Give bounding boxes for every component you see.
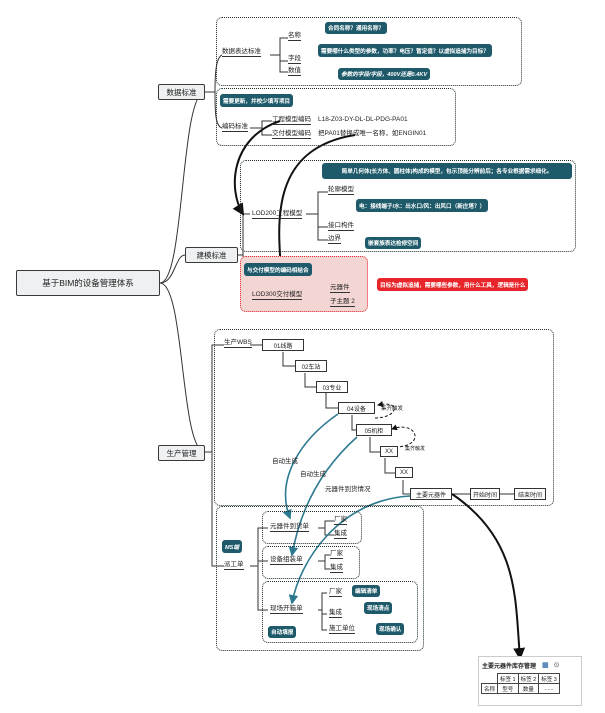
tag-red-target-note: 目标为虚拟追捕，需要哪些参数，用什么工具，逻辑是什么	[377, 278, 529, 291]
arrival-order-label: 元器件到货单	[270, 523, 309, 532]
delivery-code-label: 交付模型编码	[272, 130, 311, 139]
value-label: 数值	[288, 67, 301, 76]
tag-edit-bill: 编辑清单	[352, 585, 381, 597]
production-wbs-label: 生产WBS	[224, 339, 252, 348]
auto-generate-label-2: 自动生成	[300, 471, 326, 478]
table-icon: ▦	[542, 662, 549, 669]
element-label: 元器件	[330, 284, 350, 293]
auto-generate-label-1: 自动生成	[272, 458, 298, 465]
dispatch-label: 派工单	[224, 561, 244, 570]
table-row: 标签 1 标签 2 标签 3	[482, 673, 560, 684]
lod200-label: LOD200工程模型	[252, 210, 303, 219]
tag-update-note: 需要更新，并校少填写项目	[220, 94, 294, 107]
dispatch-group	[216, 506, 424, 651]
tag-name-note: 合同名称？通用名称？	[325, 22, 387, 34]
code-standard-group	[216, 88, 456, 146]
assembly-mfr-label: 厂家	[330, 550, 343, 559]
code-standard-label: 编码标准	[222, 123, 248, 132]
branch-data-standard[interactable]: 数据标准	[158, 84, 205, 100]
tag-port-note: 电：接线端子/水：出水口/风：出风口（新庄塔？）	[356, 199, 489, 212]
trigger-label-1: 集齐触发	[381, 406, 404, 412]
branch-model-standard[interactable]: 建模标准	[185, 247, 238, 263]
inventory-table: 标签 1 标签 2 标签 3 名称 型号 数量 ......	[480, 673, 560, 694]
trigger-label-2: 集齐触发	[405, 446, 426, 452]
tag-auto-fill: 自动填报	[268, 626, 297, 638]
wbs-level-xx-1[interactable]: XX	[380, 446, 398, 457]
unboxing-order-label: 现场开箱单	[270, 605, 303, 614]
tag-field-note: 需要哪什么类型的参数，功率？电压？暂定值？以虚拟追捕为目标？	[318, 44, 492, 57]
tag-site-confirm: 现场确认	[376, 623, 405, 635]
lod300-label: LOD300交付模型	[252, 291, 303, 300]
wbs-level-xx-2[interactable]: XX	[395, 467, 413, 478]
table-cell: 型号	[497, 683, 519, 694]
production-wbs-group	[214, 329, 554, 506]
unboxing-mfr-label: 厂家	[329, 588, 342, 597]
construction-unit-label: 施工单位	[329, 625, 355, 634]
assembly-order-group	[262, 546, 360, 579]
table-header-cell: 标签 3	[538, 673, 560, 684]
assembly-order-label: 设备组装单	[270, 556, 303, 565]
tag-boundary-note: 嵌套族表达检修空间	[365, 237, 422, 249]
inventory-panel-header: 主要元器件库存管理 ▦ ⊙	[479, 657, 581, 673]
inventory-panel-title: 主要元器件库存管理	[482, 663, 537, 670]
lod200-group	[240, 160, 576, 252]
table-cell: 名称	[480, 683, 499, 694]
boundary-label: 边界	[328, 235, 341, 244]
engineering-code-label: 工程模型编码	[272, 116, 311, 125]
tag-value-note: 参数的字段/字段，400V还是0.4KV	[338, 68, 431, 80]
arrival-order-group	[262, 511, 362, 544]
data-expression-label: 数据表达标准	[222, 48, 261, 57]
start-time-node[interactable]: 开始时间	[470, 488, 500, 500]
wbs-level-04[interactable]: 04设备	[338, 402, 375, 414]
unboxing-order-group	[262, 581, 418, 643]
unboxing-int-label: 集成	[329, 609, 342, 618]
tag-ms-end: MS端	[222, 540, 242, 553]
outline-model-label: 轮廓模型	[328, 186, 354, 195]
inventory-panel: 主要元器件库存管理 ▦ ⊙ 标签 1 标签 2 标签 3 名称 型号 数量 ..…	[478, 656, 582, 706]
branch-production[interactable]: 生产管理	[158, 445, 205, 461]
wbs-level-03[interactable]: 03专业	[316, 381, 348, 393]
tag-lod200-note: 简单几何体(长方体、圆柱体)构成的模型，包示顶能分辨前后；各专业根据需求细化。	[322, 163, 572, 179]
tag-site-check: 现场清点	[364, 602, 393, 614]
table-header-cell: 标签 2	[517, 673, 540, 684]
table-header-cell: 标签 1	[497, 673, 519, 684]
wbs-level-01[interactable]: 01线路	[262, 339, 304, 351]
name-label: 名称	[288, 32, 301, 41]
tag-lod300-note: 与交付模型的编码相结合	[244, 263, 312, 276]
end-time-node[interactable]: 结束时间	[514, 488, 546, 500]
field-label: 字段	[288, 55, 301, 64]
delivery-code-value: 把PA01替换成唯一名称，如ENGIN01	[318, 130, 427, 137]
table-row: 名称 型号 数量 ......	[480, 683, 560, 694]
table-cell: ......	[538, 683, 560, 694]
arrival-mfr-label: 厂家	[334, 516, 347, 525]
assembly-int-label: 集成	[330, 564, 343, 573]
engineering-code-value: L18-Z03-DY-DL-DL-PDG-PA01	[318, 116, 408, 123]
port-component-label: 接口构件	[328, 222, 354, 231]
wbs-level-02[interactable]: 02车站	[295, 360, 327, 372]
arrival-status-label: 元器件到货情况	[325, 486, 371, 493]
main-element-node[interactable]: 主要元器件	[410, 488, 452, 500]
data-expression-group	[216, 17, 522, 86]
arrival-int-label: 集成	[334, 530, 347, 539]
settings-icon[interactable]: ⊙	[553, 662, 560, 669]
subtopic-label: 子主题 2	[330, 298, 355, 307]
root-node[interactable]: 基于BIM的设备管理体系	[16, 270, 160, 296]
table-cell: 数量	[517, 683, 540, 694]
wbs-level-05[interactable]: 05机柜	[356, 424, 392, 436]
